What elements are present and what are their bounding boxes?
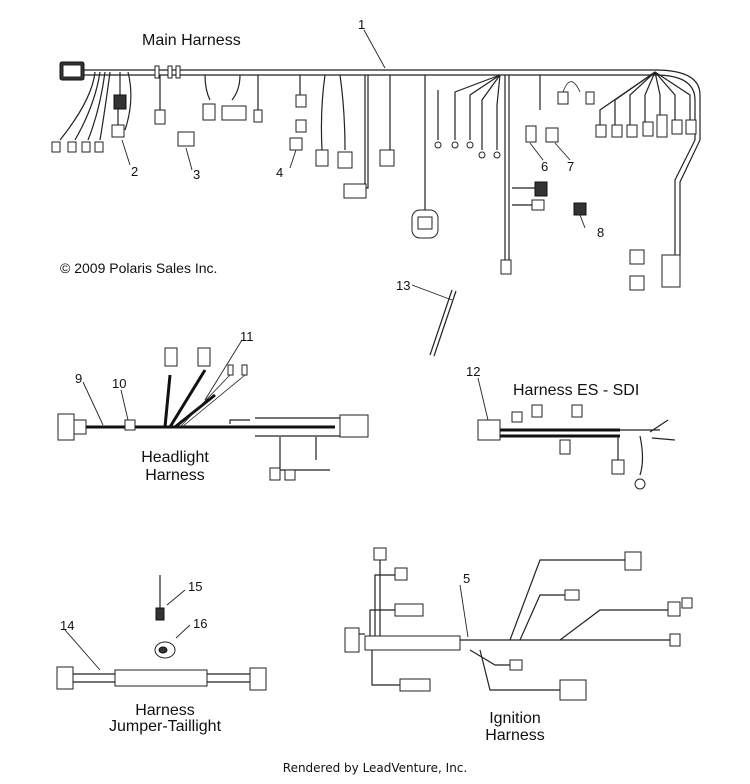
callout-5: 5: [463, 571, 471, 586]
copyright-text: © 2009 Polaris Sales Inc.: [60, 260, 218, 276]
callout-9: 9: [75, 371, 83, 386]
main-harness-title: Main Harness: [142, 32, 241, 49]
callout-16: 16: [193, 616, 208, 631]
callout-11: 11: [240, 329, 254, 344]
callout-14: 14: [60, 618, 75, 633]
headlight-harness: [57, 339, 369, 481]
callout-13: 13: [396, 278, 411, 293]
ignition-title-line2: Harness: [485, 727, 545, 744]
harness-es-sdi: [477, 377, 676, 490]
harness-es-sdi-title: Harness ES - SDI: [513, 382, 640, 399]
callout-1: 1: [358, 17, 366, 32]
callout-3: 3: [193, 167, 201, 182]
ignition-harness: [344, 547, 693, 701]
callout-12: 12: [466, 364, 481, 379]
callout-2: 2: [131, 164, 139, 179]
harness-jumper-taillight: [56, 575, 267, 691]
jumper-title-line2: Jumper-Taillight: [108, 718, 222, 735]
headlight-title-line2: Harness: [145, 467, 205, 484]
callout-7: 7: [567, 159, 575, 174]
callout-4: 4: [276, 165, 284, 180]
jumper-title-line1: Harness: [135, 702, 195, 719]
headlight-title-line1: Headlight: [141, 449, 209, 466]
main-harness: [51, 61, 701, 291]
callout-10: 10: [112, 376, 127, 391]
main-harness-leaders: [121, 29, 586, 229]
callout-8: 8: [597, 225, 605, 240]
callout-6: 6: [541, 159, 549, 174]
ignition-title-line1: Ignition: [489, 710, 541, 727]
part-13: [411, 284, 457, 357]
callout-15: 15: [188, 579, 203, 594]
footer-rendered-by: Rendered by LeadVenture, Inc.: [282, 761, 468, 775]
